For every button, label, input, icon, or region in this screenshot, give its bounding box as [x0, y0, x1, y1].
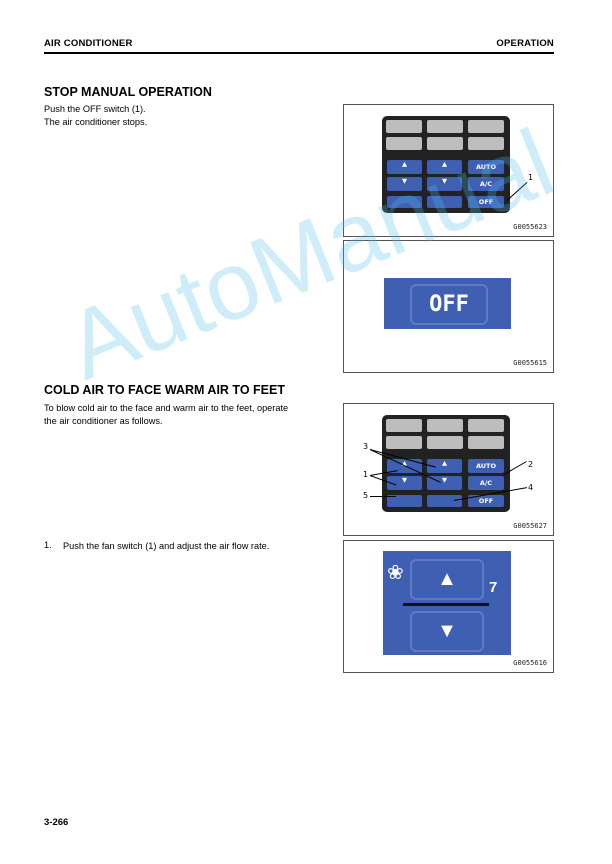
callout-line: [370, 496, 396, 497]
figure-code: G0055623: [513, 223, 547, 231]
fan-up-button-large[interactable]: ▲: [410, 559, 484, 600]
fan-switch-panel: ❀ ▲ 7 ▼: [383, 551, 511, 655]
section-stop-title: STOP MANUAL OPERATION: [44, 85, 212, 99]
figure-off-closeup: OFF G0055615: [343, 240, 554, 373]
mode-button[interactable]: [387, 495, 422, 507]
callout-2: 2: [528, 460, 534, 469]
divider: [403, 603, 489, 606]
temp-down-button[interactable]: ▼: [427, 177, 462, 191]
callout-4: 4: [528, 483, 534, 492]
defroster-button[interactable]: [427, 196, 462, 208]
step-text: Push the fan switch (1) and adjust the a…: [63, 541, 270, 551]
ac-button[interactable]: A/C: [468, 476, 504, 490]
fan-down-button[interactable]: ▼: [387, 476, 422, 490]
figure-fan-switch: ❀ ▲ 7 ▼ G0055616: [343, 540, 554, 673]
off-button[interactable]: OFF: [468, 495, 504, 507]
callout-3: 3: [363, 442, 369, 451]
callout-1: 1: [528, 173, 534, 182]
fan-level-readout: 7: [489, 579, 498, 596]
header-chapter-title: OPERATION: [496, 38, 554, 49]
page-number: 3-266: [44, 817, 69, 828]
callout-1: 1: [363, 470, 369, 479]
figure-panel-callouts: ▲ ▼ ▲ ▼ AUTO A/C OFF 3 1 5 2 4 G0055627: [343, 403, 554, 536]
callout-5: 5: [363, 491, 369, 500]
temp-up-button[interactable]: ▲: [427, 459, 462, 473]
off-button[interactable]: OFF: [468, 196, 504, 208]
defroster-button[interactable]: [427, 495, 462, 507]
figure-panel-off: ▲ ▼ ▲ ▼ AUTO A/C OFF 1 G0055623: [343, 104, 554, 237]
off-button-panel: OFF: [384, 278, 511, 329]
figure-code: G0055627: [513, 522, 547, 530]
section-cold-warm-line-1: To blow cold air to the face and warm ai…: [44, 403, 289, 413]
control-panel: ▲ ▼ ▲ ▼ AUTO A/C OFF: [382, 116, 510, 213]
mode-button[interactable]: [387, 196, 422, 208]
section-cold-warm-line-2: the air conditioner as follows.: [44, 415, 163, 426]
section-stop-line-2: The air conditioner stops.: [44, 116, 148, 127]
step-number: 1.: [44, 540, 52, 550]
header-section-title: AIR CONDITIONER: [44, 38, 133, 49]
figure-code: G0055615: [513, 359, 547, 367]
auto-button[interactable]: AUTO: [468, 459, 504, 473]
temp-up-button[interactable]: ▲: [427, 160, 462, 174]
header-rule: [44, 52, 554, 54]
fan-icon: ❀: [387, 562, 404, 584]
section-cold-warm-title: COLD AIR TO FACE WARM AIR TO FEET: [44, 383, 285, 397]
control-panel: ▲ ▼ ▲ ▼ AUTO A/C OFF: [382, 415, 510, 512]
fan-up-button[interactable]: ▲: [387, 160, 422, 174]
fan-down-button-large[interactable]: ▼: [410, 611, 484, 652]
ac-button[interactable]: A/C: [468, 177, 504, 191]
auto-button[interactable]: AUTO: [468, 160, 504, 174]
off-button-large[interactable]: OFF: [410, 284, 488, 325]
fan-down-button[interactable]: ▼: [387, 177, 422, 191]
figure-code: G0055616: [513, 659, 547, 667]
section-stop-line-1: Push the OFF switch (1).: [44, 104, 146, 114]
